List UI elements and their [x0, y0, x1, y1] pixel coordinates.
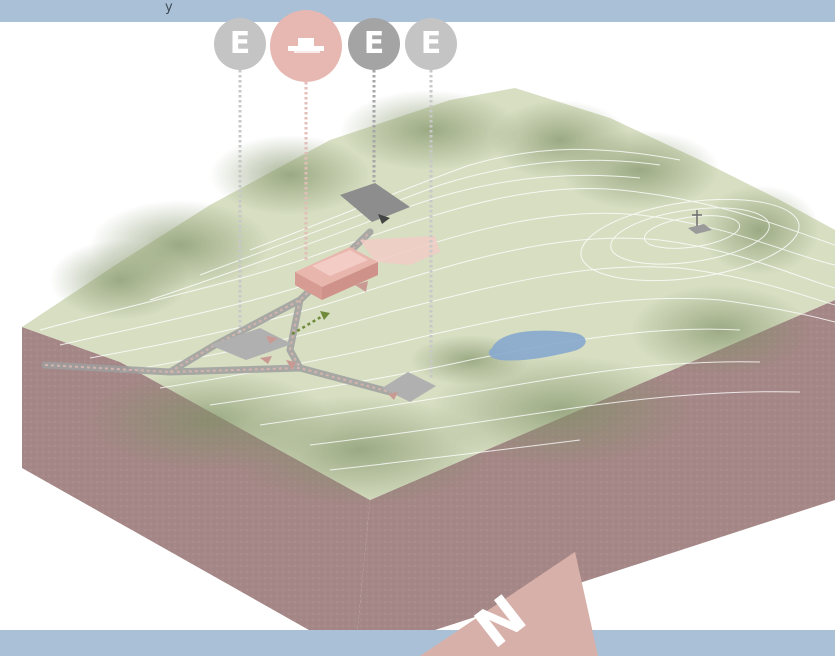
evacuation-marker-1[interactable]: E [214, 18, 266, 70]
evacuation-marker-2[interactable]: E [348, 18, 400, 70]
evacuation-marker-letter: E [421, 29, 442, 59]
evacuation-marker-3[interactable]: E [405, 18, 457, 70]
evacuation-marker-letter: E [230, 29, 251, 59]
building-marker[interactable] [270, 10, 342, 82]
building-icon [284, 34, 328, 58]
evacuation-marker-letter: E [364, 29, 385, 59]
bottom-banner [0, 630, 835, 656]
